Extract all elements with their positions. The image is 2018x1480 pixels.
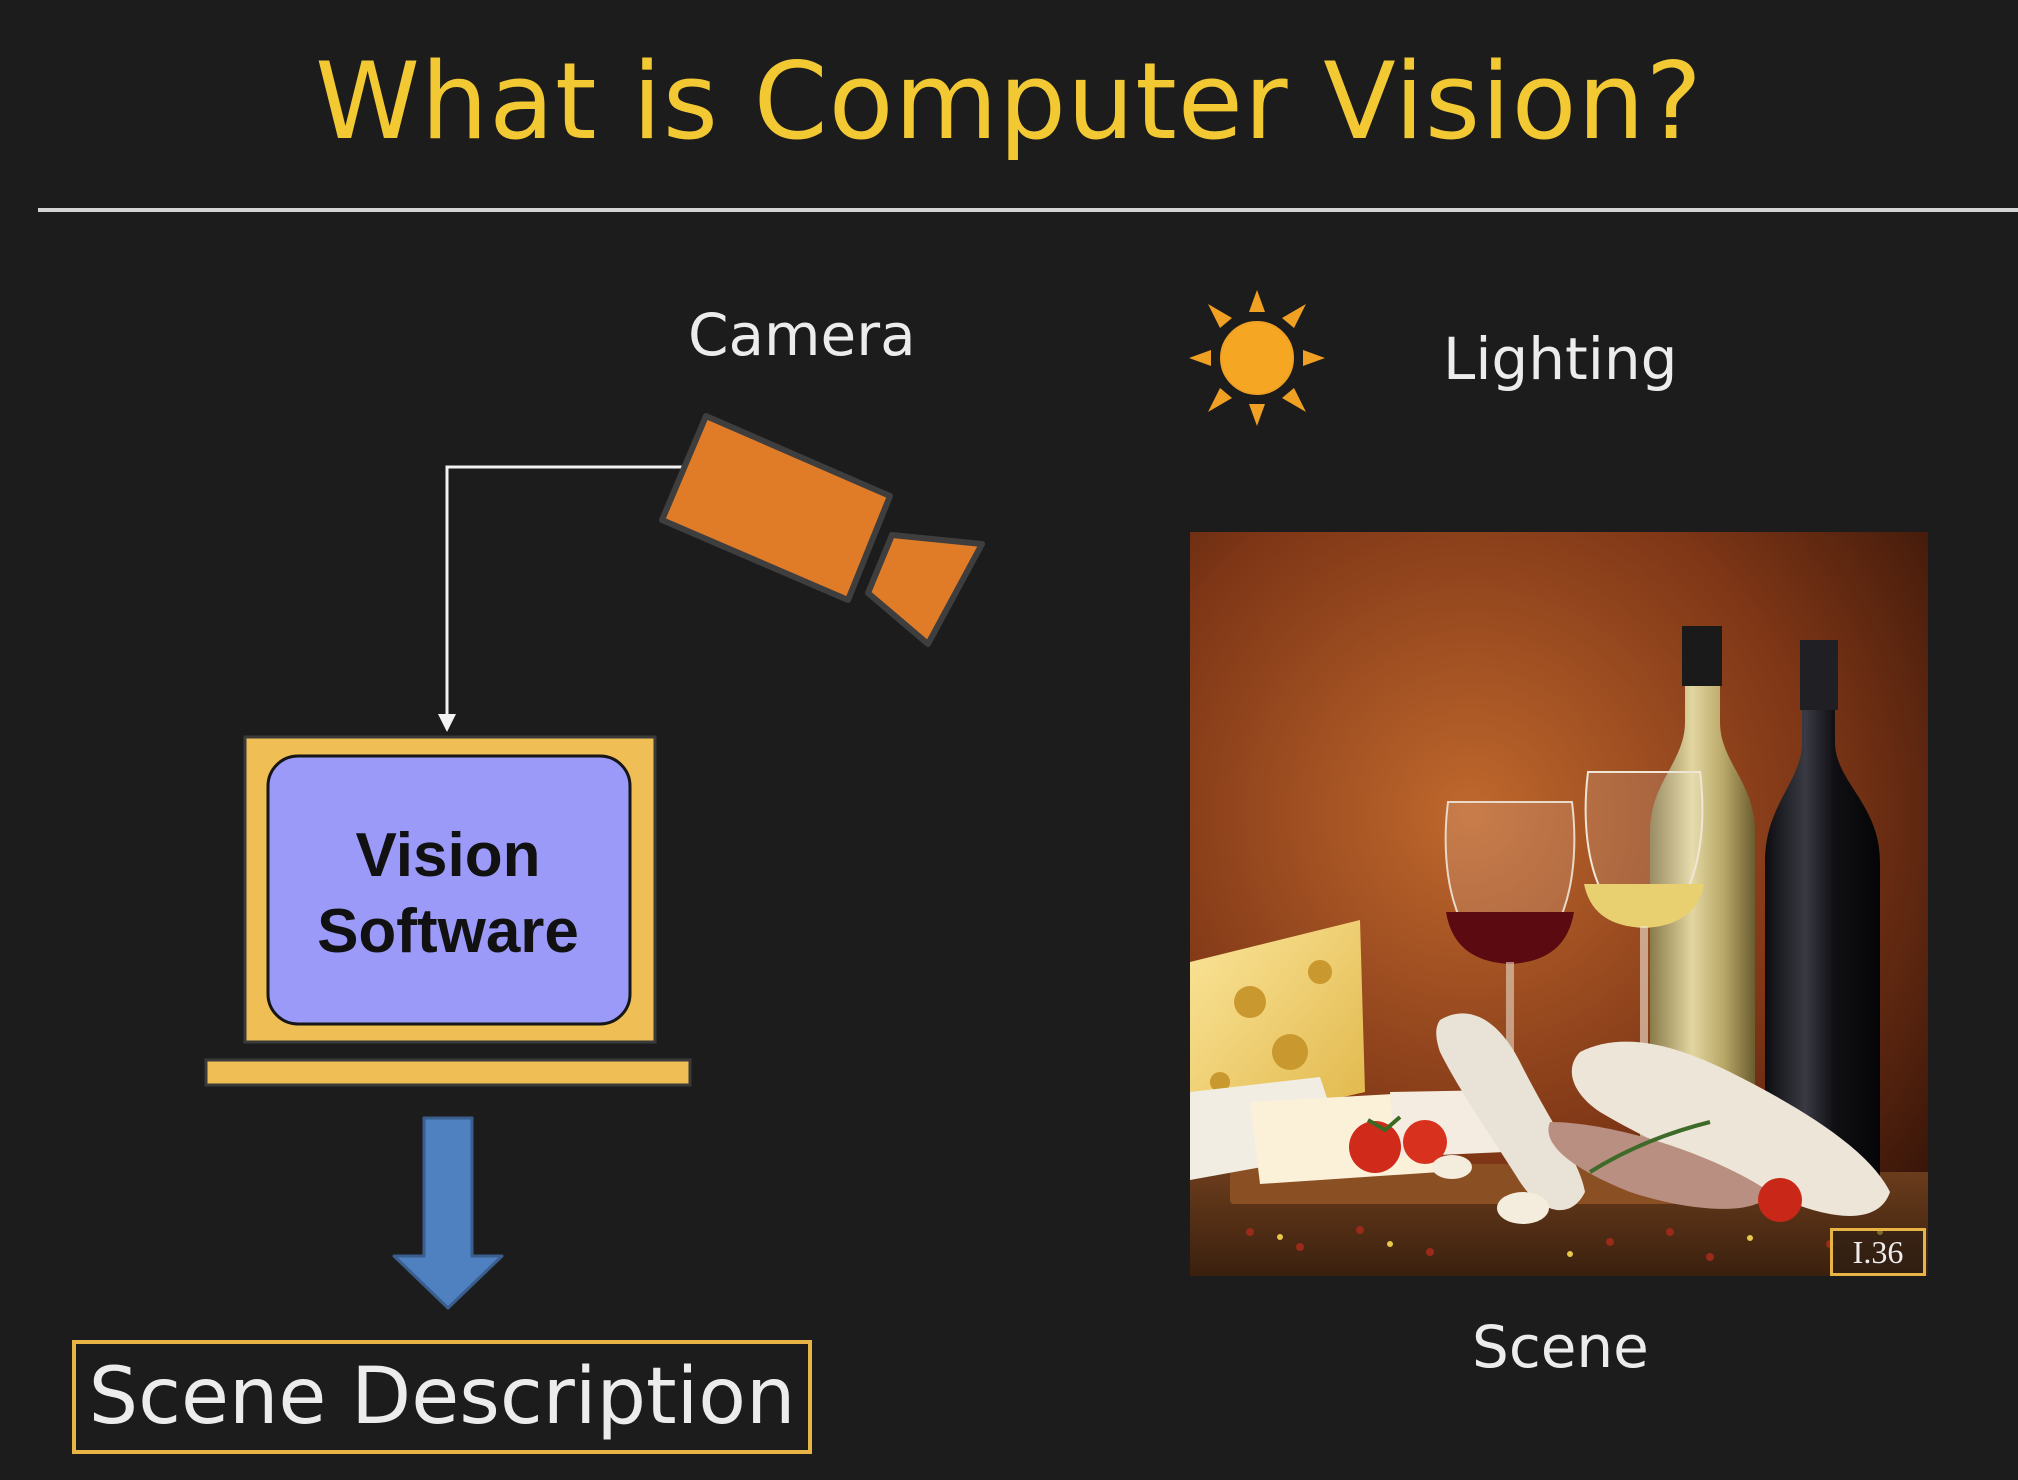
image-number-badge: I.36	[1830, 1228, 1926, 1276]
vision-software-line2: Software	[317, 897, 579, 966]
scene-description-box	[72, 1340, 812, 1454]
sun-icon	[1189, 290, 1325, 426]
camera-to-software-connector	[438, 465, 690, 732]
vision-software-label: Vision Software	[268, 818, 628, 970]
laptop-icon	[204, 735, 692, 1087]
video-camera-icon	[659, 413, 985, 647]
camera-label: Camera	[688, 301, 916, 369]
slide-title: What is Computer Vision?	[315, 40, 1703, 163]
scene-description-label: Scene Description	[88, 1352, 796, 1442]
vision-software-line1: Vision	[355, 821, 541, 890]
arrow-down-icon	[392, 1116, 504, 1310]
lighting-label: Lighting	[1443, 325, 1678, 393]
scene-label: Scene	[1472, 1313, 1649, 1381]
scene-photo	[1190, 532, 1928, 1276]
title-divider	[38, 208, 2018, 212]
